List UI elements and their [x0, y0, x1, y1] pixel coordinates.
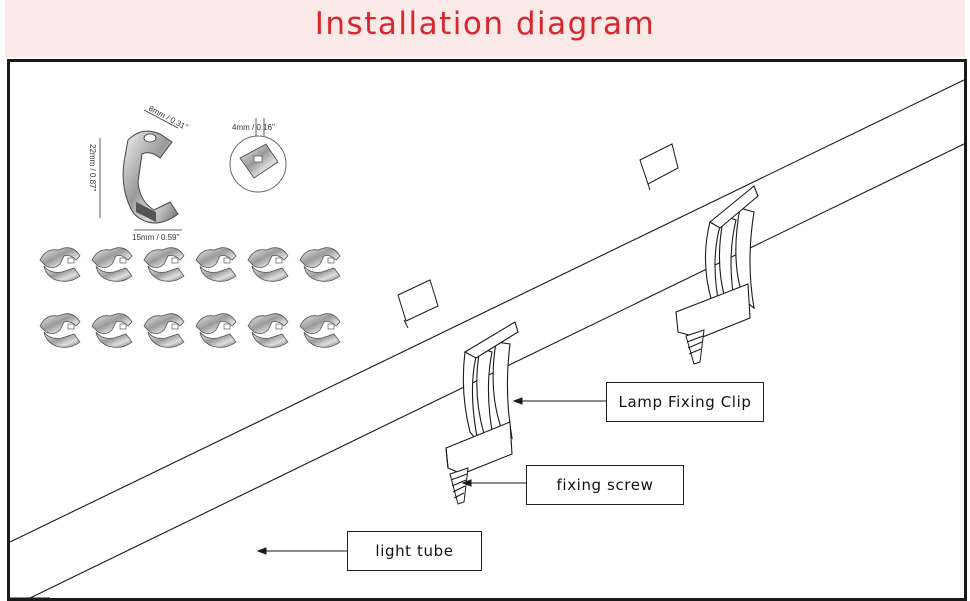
fixing-screw-back: [685, 329, 705, 365]
rear-clip-tab-left: [397, 279, 439, 329]
lamp-fixing-clip-label: Lamp Fixing Clip: [606, 382, 764, 422]
dimension-width: 15mm / 0.59": [132, 233, 179, 242]
light-tube-label: light tube: [347, 531, 482, 571]
title-banner: Installation diagram: [5, 0, 965, 57]
rear-clip-tab-right: [639, 143, 679, 191]
diagram-frame: 8mm / 0.31" 22mm / 0.87" 15mm / 0.59" 4m…: [7, 59, 967, 601]
dimension-height: 22mm / 0.87": [88, 144, 97, 191]
leader-lines: [256, 397, 606, 555]
lamp-fixing-clip-front: [445, 321, 519, 475]
lamp-fixing-clip-back: [675, 185, 759, 339]
dimension-hole: 4mm / 0.16": [232, 123, 275, 132]
clip-dimension-illustration: 8mm / 0.31" 22mm / 0.87" 15mm / 0.59": [88, 104, 189, 242]
fixing-screw-front: [449, 467, 469, 505]
hole-detail-illustration: 4mm / 0.16": [229, 118, 287, 193]
page-title: Installation diagram: [314, 6, 656, 42]
installation-drawing: 8mm / 0.31" 22mm / 0.87" 15mm / 0.59" 4m…: [10, 79, 964, 598]
clip-pack-illustration: [39, 247, 341, 348]
dimension-top: 8mm / 0.31": [147, 104, 189, 132]
fixing-screw-label: fixing screw: [526, 465, 684, 505]
